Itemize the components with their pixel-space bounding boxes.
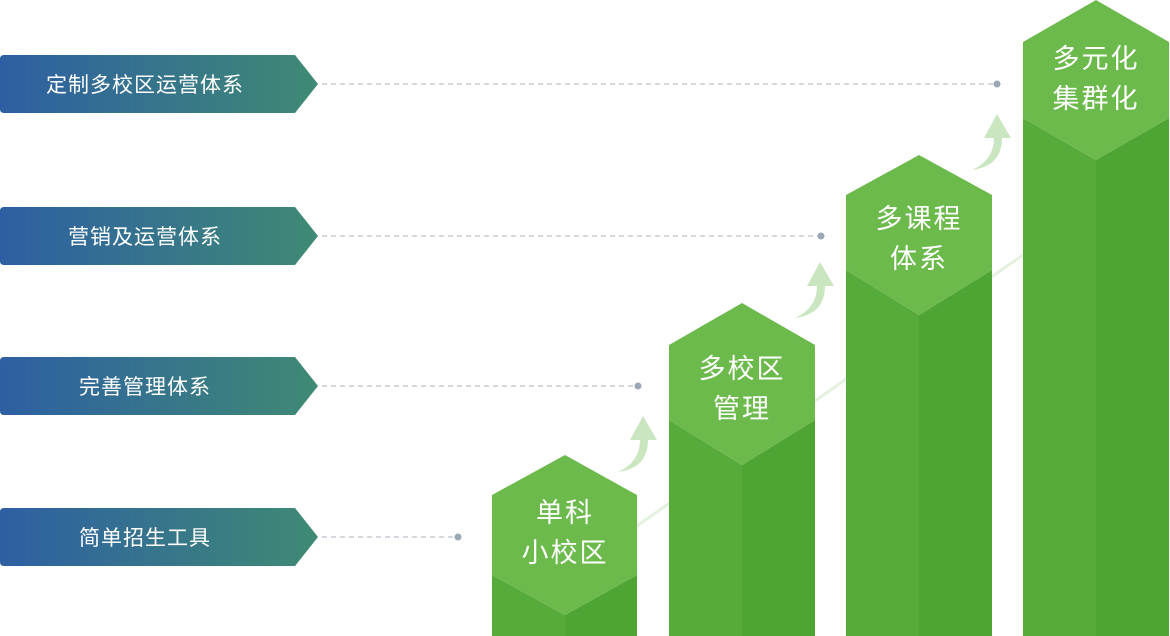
stage-line: 集群化 [1052,84,1140,115]
label-arrow-2 [0,357,318,415]
label-shapes [0,55,318,566]
level-label-3: 营销及运营体系 [68,225,222,249]
stage-text-1: 单科 小校区 [492,494,638,574]
stage-line: 小校区 [521,538,609,569]
column-3 [846,155,992,636]
connector-lines [322,83,995,538]
level-label-4: 定制多校区运营体系 [46,73,244,97]
column-4 [1023,0,1169,636]
stage-line: 管理 [713,394,771,425]
level-label-2: 完善管理体系 [79,375,211,399]
growth-arrow-icons [618,114,1011,472]
label-arrow-3 [0,207,318,265]
column-2 [669,303,815,636]
label-arrow-1 [0,508,318,566]
level-label-1: 简单招生工具 [79,526,211,550]
column-1 [492,455,637,636]
connector-dots [454,80,1001,541]
stage-text-2: 多校区 管理 [669,350,815,430]
stage-line: 多元化 [1052,44,1140,75]
stage-line: 多校区 [698,354,786,385]
stage-line: 多课程 [875,204,963,235]
label-arrow-4 [0,55,318,113]
stage-line: 体系 [890,244,948,275]
stage-text-3: 多课程 体系 [846,200,992,280]
stage-line: 单科 [536,498,594,529]
stage-text-4: 多元化 集群化 [1023,40,1169,120]
